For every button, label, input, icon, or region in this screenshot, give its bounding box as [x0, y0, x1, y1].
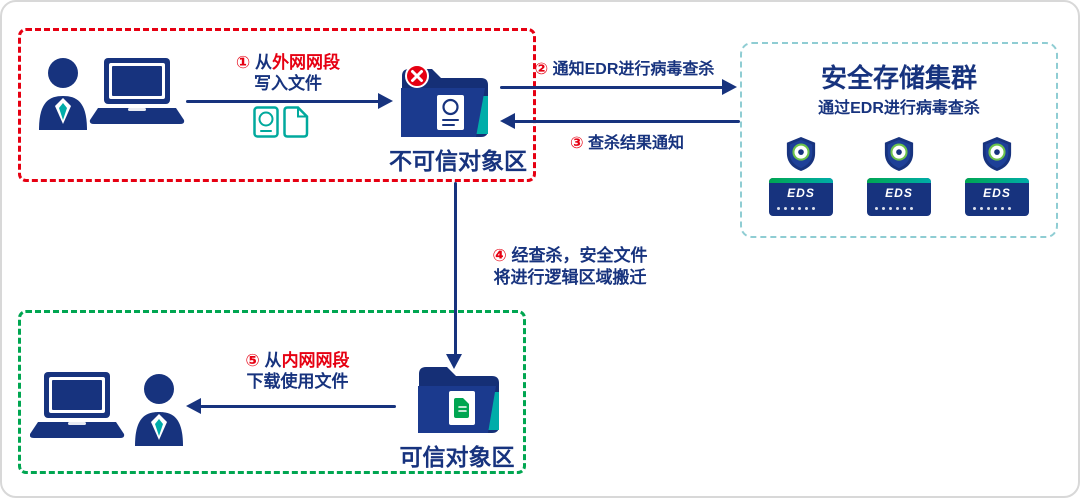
step2-text: 通知EDR进行病毒查杀	[548, 61, 715, 78]
eds-server-row: EDS EDS	[752, 136, 1046, 228]
shield-icon	[982, 137, 1012, 171]
step4-number: ④	[492, 246, 507, 265]
shield-icon	[884, 137, 914, 171]
person-icon	[135, 374, 183, 446]
step5-prefix: 从	[259, 351, 282, 370]
step4-text1: 经查杀，安全文件	[506, 246, 648, 265]
laptop-icon	[30, 372, 125, 438]
step1-number: ①	[235, 53, 251, 72]
eds-server-icon: EDS	[769, 178, 833, 216]
untrusted-folder-icon	[401, 64, 488, 137]
step4-line2: 将进行逻辑区域搬迁	[493, 268, 647, 287]
step3-label: ③ 查杀结果通知	[527, 129, 727, 153]
step5-line2: 下载使用文件	[246, 372, 349, 391]
server-ports	[777, 207, 815, 210]
step5-line1: ⑤ 从内网网段	[210, 350, 385, 371]
server-ports	[875, 207, 913, 210]
step3-number: ③	[570, 135, 584, 152]
step5-number: ⑤	[245, 351, 260, 370]
internal-user-group	[30, 372, 183, 446]
server-ports	[973, 207, 1011, 210]
eds-server-icon: EDS	[965, 178, 1029, 216]
step3-text: 查杀结果通知	[583, 135, 684, 152]
files-group	[253, 106, 309, 138]
scan-file-icon	[253, 106, 279, 138]
eds-server-icon: EDS	[867, 178, 931, 216]
trusted-zone-label: 可信对象区	[399, 444, 515, 470]
cluster-title: 安全存储集群	[820, 63, 977, 93]
external-user-group	[39, 58, 185, 130]
untrusted-zone-label: 不可信对象区	[389, 148, 527, 174]
shield-icon	[786, 137, 816, 171]
person-icon	[39, 58, 87, 130]
trusted-zone-box	[18, 310, 526, 474]
file-icon	[283, 106, 309, 138]
step5-highlight: 内网网段	[281, 351, 350, 370]
step1-highlight: 外网网段	[272, 53, 341, 72]
step4-line1: ④ 经查杀，安全文件	[470, 245, 670, 267]
step1-line2: 写入文件	[254, 74, 322, 93]
virus-x-badge	[405, 64, 429, 88]
eds-server-unit: EDS	[769, 136, 833, 216]
step4-label: ④ 经查杀，安全文件 将进行逻辑区域搬迁	[470, 245, 670, 289]
trusted-folder-icon	[418, 367, 499, 433]
server-label: EDS	[885, 186, 913, 200]
storage-cluster-box	[740, 42, 1058, 238]
step5-label: ⑤ 从内网网段 下载使用文件	[210, 350, 385, 392]
step1-line1: ① 从外网网段	[198, 52, 378, 73]
untrusted-zone-box	[18, 28, 536, 182]
server-label: EDS	[983, 186, 1011, 200]
cluster-subtitle: 通过EDR进行病毒查杀	[818, 100, 980, 117]
step1-prefix: 从	[250, 53, 273, 72]
eds-server-unit: EDS	[965, 136, 1029, 216]
server-label: EDS	[787, 186, 815, 200]
eds-server-unit: EDS	[867, 136, 931, 216]
step1-label: ① 从外网网段 写入文件	[198, 52, 378, 94]
step2-label: ② 通知EDR进行病毒查杀	[502, 55, 747, 79]
step2-number: ②	[534, 61, 549, 78]
laptop-icon	[89, 58, 185, 124]
